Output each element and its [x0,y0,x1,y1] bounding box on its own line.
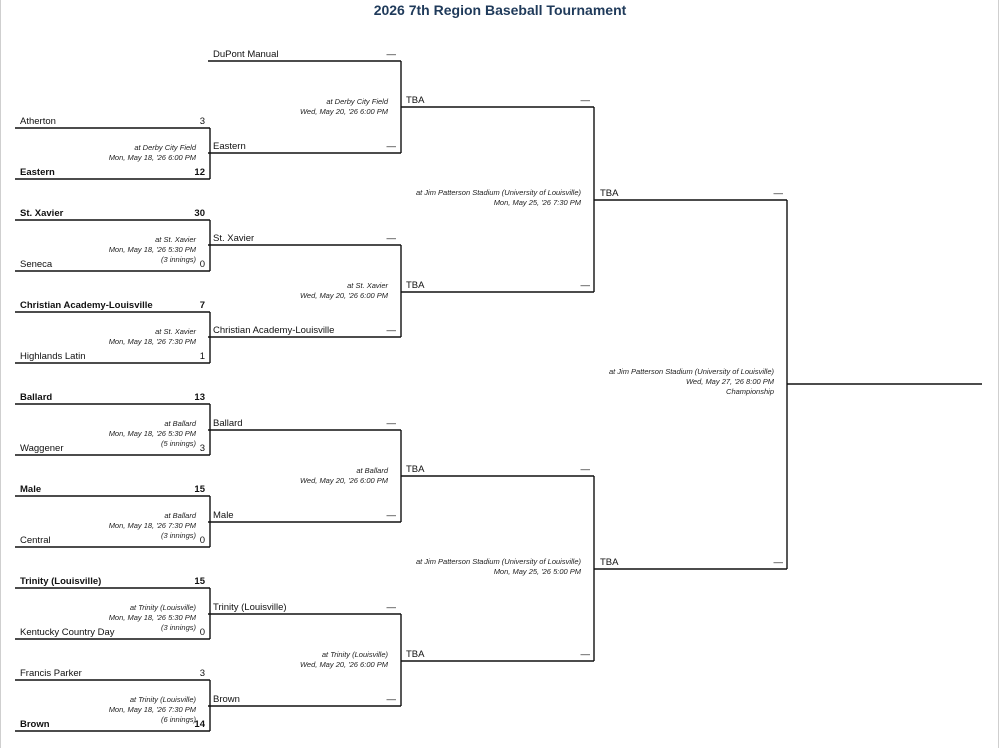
team-name: Ballard [20,392,52,403]
team-score: 3 [200,668,205,679]
team-score: — [387,602,397,613]
game-info: at Trinity (Louisville) [130,695,197,704]
team-score: — [581,464,591,475]
game-info: Wed, May 27, '26 8:00 PM [686,377,775,386]
team-score: 3 [200,116,205,127]
team-score: — [581,95,591,106]
team-name: Waggener [20,443,63,454]
team-name: Brown [213,694,240,705]
team-score: 15 [194,576,205,587]
game-info: at Jim Patterson Stadium (University of … [416,188,582,197]
game-info: at Jim Patterson Stadium (University of … [416,557,582,566]
game-info: Wed, May 20, '26 6:00 PM [300,291,389,300]
game-info: (3 innings) [161,255,197,264]
game-info: at Trinity (Louisville) [322,650,389,659]
team-name: TBA [406,95,425,106]
team-name: Kentucky Country Day [20,627,115,638]
team-name: DuPont Manual [213,49,278,60]
team-name: Trinity (Louisville) [213,602,287,613]
team-name: TBA [600,188,619,199]
game-info: Wed, May 20, '26 6:00 PM [300,476,389,485]
team-name: Eastern [213,141,246,152]
game-info: Mon, May 18, '26 5:30 PM [109,613,197,622]
game-info: at Ballard [164,511,197,520]
game-info: at St. Xavier [155,235,196,244]
team-score: — [581,280,591,291]
game-info: at Derby City Field [134,143,197,152]
game-info: Mon, May 18, '26 7:30 PM [109,337,197,346]
team-name: Brown [20,719,50,730]
team-score: 0 [200,627,205,638]
team-name: Christian Academy-Louisville [20,300,153,311]
team-score: 1 [200,351,205,362]
page-border-left [0,0,1,748]
team-name: Male [20,484,41,495]
team-score: — [387,510,397,521]
team-score: — [387,49,397,60]
team-name: TBA [406,464,425,475]
game-info: Mon, May 18, '26 6:00 PM [109,153,197,162]
game-info: Mon, May 18, '26 7:30 PM [109,705,197,714]
game-info: Mon, May 18, '26 5:30 PM [109,245,197,254]
team-score: 14 [194,719,205,730]
team-name: Central [20,535,51,546]
game-info: (3 innings) [161,531,197,540]
team-score: 13 [194,392,205,403]
team-score: — [387,325,397,336]
game-info: at Derby City Field [326,97,389,106]
team-score: 30 [194,208,205,219]
game-info: at Ballard [356,466,389,475]
game-info: Wed, May 20, '26 6:00 PM [300,107,389,116]
team-score: 15 [194,484,205,495]
game-info: Mon, May 18, '26 7:30 PM [109,521,197,530]
team-name: Christian Academy-Louisville [213,325,334,336]
team-name: Trinity (Louisville) [20,576,101,587]
team-name: Highlands Latin [20,351,86,362]
game-info: (6 innings) [161,715,197,724]
team-score: — [774,557,784,568]
team-score: — [387,694,397,705]
team-score: — [387,141,397,152]
team-name: Seneca [20,259,53,270]
team-score: — [581,649,591,660]
game-info: (3 innings) [161,623,197,632]
game-info: at St. Xavier [155,327,196,336]
game-info: Championship [726,387,774,396]
team-score: — [387,418,397,429]
team-name: Ballard [213,418,243,429]
team-name: TBA [406,649,425,660]
bracket-title: 2026 7th Region Baseball Tournament [373,2,627,18]
game-info: (5 innings) [161,439,197,448]
game-info: at St. Xavier [347,281,388,290]
team-score: 12 [194,167,205,178]
team-score: 7 [200,300,205,311]
team-name: TBA [600,557,619,568]
team-name: TBA [406,280,425,291]
game-info: Wed, May 20, '26 6:00 PM [300,660,389,669]
team-name: St. Xavier [20,208,64,219]
team-name: Eastern [20,167,55,178]
team-name: Male [213,510,234,521]
team-score: 0 [200,535,205,546]
team-score: 3 [200,443,205,454]
game-info: at Jim Patterson Stadium (University of … [609,367,775,376]
game-info: Mon, May 25, '26 5:00 PM [494,567,582,576]
game-info: at Ballard [164,419,197,428]
game-info: at Trinity (Louisville) [130,603,197,612]
team-name: Atherton [20,116,56,127]
team-score: — [387,233,397,244]
game-info: Mon, May 25, '26 7:30 PM [494,198,582,207]
game-info: Mon, May 18, '26 5:30 PM [109,429,197,438]
team-name: Francis Parker [20,668,82,679]
team-score: 0 [200,259,205,270]
team-score: — [774,188,784,199]
team-name: St. Xavier [213,233,254,244]
page-border-right [998,0,999,748]
